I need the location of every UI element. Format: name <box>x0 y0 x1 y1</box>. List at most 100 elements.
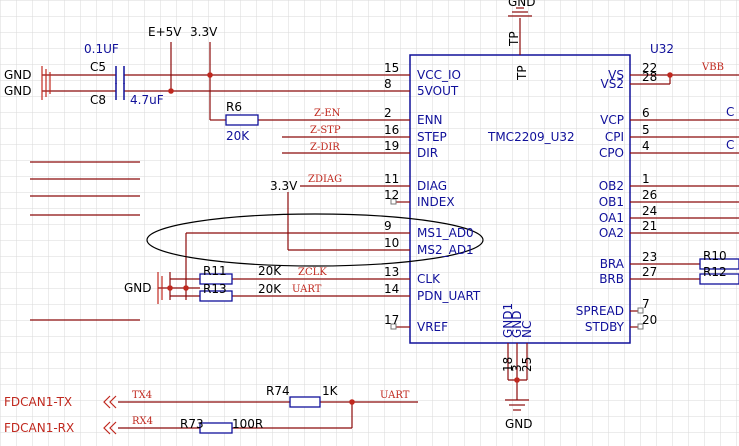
r11-label: R11 <box>203 264 227 278</box>
pin-name: STDBY <box>585 320 625 334</box>
pin-name: OB2 <box>599 179 624 193</box>
r73-resistor <box>199 422 233 434</box>
pin-name: OA2 <box>599 226 624 240</box>
pin-number: 21 <box>642 219 657 233</box>
pin-name: MS2_AD1 <box>417 243 474 257</box>
tp-inner-label: TP <box>515 65 529 81</box>
pin-name: CLK <box>417 272 441 286</box>
pin-number: 12 <box>384 188 399 202</box>
pin-name: INDEX <box>417 195 455 209</box>
pin-name: CPO <box>599 146 624 160</box>
pin-number: 9 <box>384 219 392 233</box>
r13-label: R13 <box>203 282 227 296</box>
pin-number: 20 <box>642 313 657 327</box>
pin-number: 6 <box>642 106 650 120</box>
r10-label: R10 <box>703 249 727 263</box>
r6-value: 20K <box>226 129 250 143</box>
pwr-33v-label: 3.3V <box>190 25 218 39</box>
pwr-33v-diag-label: 3.3V <box>270 179 298 193</box>
pin-number: 2 <box>384 106 392 120</box>
bottom-pin-group: 18 GND1 3 GND 25 NC <box>501 303 534 372</box>
pin-name: PDN_UART <box>417 289 481 303</box>
c-right-2: C <box>726 138 734 152</box>
pin-name: DIR <box>417 146 438 160</box>
pin-number: 27 <box>642 265 657 279</box>
pin-name: VS2 <box>601 77 624 91</box>
pwr-5v-label: E+5V <box>148 25 182 39</box>
r73-value: 100R <box>232 417 263 431</box>
cap-47uf-label: 4.7uF <box>130 93 164 107</box>
pin-number: 13 <box>384 265 399 279</box>
pin-name: VCP <box>600 113 624 127</box>
fdcan-rx-label: FDCAN1-RX <box>4 421 74 435</box>
r11-resistor <box>199 273 233 285</box>
pin-name: VREF <box>417 320 448 334</box>
pin-number: 19 <box>384 139 399 153</box>
r6-label: R6 <box>226 100 242 114</box>
pin-number: 4 <box>642 139 650 153</box>
c5-label: C5 <box>90 60 106 74</box>
pin-number: 1 <box>642 172 650 186</box>
cap-01uf-label: 0.1UF <box>84 42 119 56</box>
pin-name: ENN <box>417 113 443 127</box>
r73-label: R73 <box>180 417 204 431</box>
pin-name: OB1 <box>599 195 624 209</box>
pin-name: CPI <box>605 130 624 144</box>
pin-name: MS1_AD0 <box>417 226 474 240</box>
pin-name: VS <box>608 68 624 82</box>
gnd-symbols-left <box>41 66 163 304</box>
pin-number: 5 <box>642 123 650 137</box>
pin-number: 22 <box>642 61 657 75</box>
pin-number: 16 <box>384 123 399 137</box>
pin-name: STEP <box>417 130 447 144</box>
pin-number: 26 <box>642 188 657 202</box>
pin-name: VCC_IO <box>417 68 461 82</box>
net-zdiag: ZDIAG <box>308 174 342 185</box>
pin-name: NC <box>520 321 534 338</box>
pin-number: 15 <box>384 61 399 75</box>
resistors <box>199 114 739 434</box>
r13-value: 20K <box>258 282 282 296</box>
gnd-top-label: GND <box>508 0 536 9</box>
tp-vertical-label: TP <box>507 31 521 47</box>
net-rx4: RX4 <box>132 416 153 427</box>
wires <box>30 7 739 429</box>
pin-number: 7 <box>642 297 650 311</box>
pin-number: 23 <box>642 250 657 264</box>
pin-name: SPREAD <box>576 304 624 318</box>
pin-name: GND <box>510 310 524 338</box>
net-zclk: ZCLK <box>298 267 327 278</box>
pin-number: 8 <box>384 77 392 91</box>
pin-number: 28 <box>642 70 657 84</box>
pin-number: 3 <box>510 364 524 372</box>
pin-number: 17 <box>384 313 399 327</box>
highlight-ellipse <box>146 213 484 267</box>
net-uart1: UART <box>292 284 322 295</box>
net-tx4: TX4 <box>132 390 152 401</box>
pin-number: 10 <box>384 236 399 250</box>
r74-value: 1K <box>322 384 339 398</box>
pin-number: 18 <box>501 357 515 372</box>
pin-name: 5VOUT <box>417 84 459 98</box>
pin-name: BRA <box>600 257 625 271</box>
pin-number: 25 <box>520 357 534 372</box>
fdcan-tx-label: FDCAN1-TX <box>4 395 72 409</box>
net-zen: Z-EN <box>314 108 341 119</box>
net-zdir: Z-DIR <box>310 142 340 153</box>
pin-number: 24 <box>642 204 657 218</box>
pin-name: BRB <box>599 272 624 286</box>
gnd-bottom-label: GND <box>505 417 533 431</box>
c8-label: C8 <box>90 93 106 107</box>
capacitors <box>115 66 125 100</box>
pin-name: GND1 <box>501 303 515 338</box>
gnd3-label: GND <box>124 281 152 295</box>
port-arrows <box>103 395 117 435</box>
r6-resistor <box>225 114 259 126</box>
gnd2-label: GND <box>4 84 32 98</box>
pin-name: OA1 <box>599 211 624 225</box>
gnd1-label: GND <box>4 68 32 82</box>
